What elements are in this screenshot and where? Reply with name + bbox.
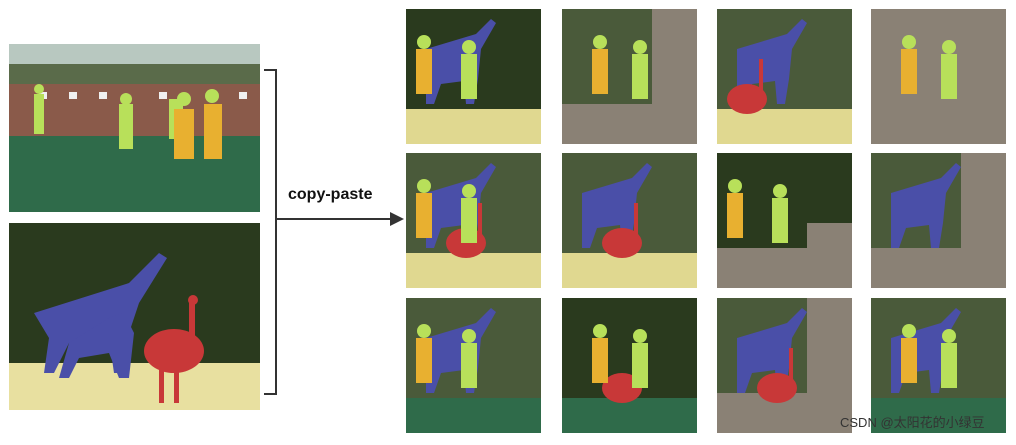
augmented-image-soccer-ostrich <box>562 298 697 433</box>
augmented-image-soccer-field <box>406 298 541 433</box>
augmented-image-soccer-giraffe <box>406 153 541 288</box>
augmented-image-giraffe-ostrich-2 <box>562 153 697 288</box>
watermark: CSDN @太阳花的小绿豆 <box>840 415 985 430</box>
augmented-image-soccer-gray <box>871 9 1006 144</box>
augmented-image-giraffe-ostrich <box>717 9 852 144</box>
augmented-image-soccer-corner <box>562 9 697 144</box>
augmented-image-giraffe-soccer <box>406 9 541 144</box>
arrow <box>276 209 406 229</box>
augmented-image-gray-mixed <box>717 298 852 433</box>
arrow-label: copy-paste <box>288 186 373 203</box>
bracket <box>262 68 282 396</box>
source-image-savanna <box>9 223 260 410</box>
augmented-image-soccer-corner-2 <box>717 153 852 288</box>
augmented-image-soccer-giraffe-2 <box>871 298 1006 433</box>
source-image-soccer <box>9 44 260 212</box>
augmented-image-gray-small <box>871 153 1006 288</box>
